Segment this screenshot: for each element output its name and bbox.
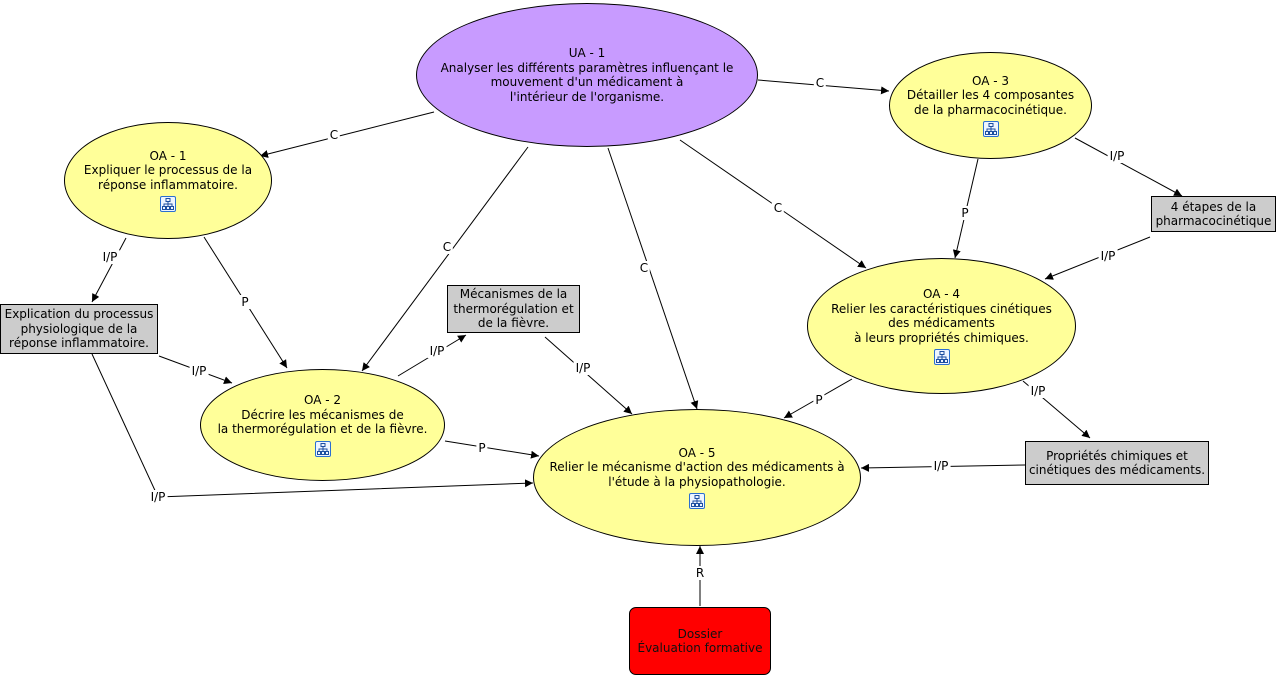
link-ua1-oa2[interactable] xyxy=(361,146,529,372)
link-label-oa1-oa2: P xyxy=(239,295,251,309)
link-mecanismes-oa5[interactable] xyxy=(544,336,633,415)
link-oa1-explication[interactable] xyxy=(91,237,127,303)
node-mecanismes[interactable]: Mécanismes de la thermorégulation et de … xyxy=(447,285,580,333)
link-oa2-oa5[interactable] xyxy=(444,440,540,459)
concept-map-icon[interactable] xyxy=(982,121,999,138)
concept-map-icon[interactable] xyxy=(160,196,176,213)
node-oa3[interactable]: OA - 3 Détailler les 4 composantes de la… xyxy=(889,52,1092,159)
node-proprietes[interactable]: Propriétés chimiques et cinétiques des m… xyxy=(1025,441,1209,485)
link-label-oa4-oa5: P xyxy=(813,393,825,407)
node-ua1-label: UA - 1 Analyser les différents paramètre… xyxy=(440,46,734,104)
concept-map-icon[interactable] xyxy=(314,440,331,457)
node-oa1-label: OA - 1 Expliquer le processus de la répo… xyxy=(83,148,253,192)
node-oa2-label: OA - 2 Décrire les mécanismes de la ther… xyxy=(217,393,428,437)
link-label-oa1-explication: I/P xyxy=(100,250,120,264)
node-oa5-label: OA - 5 Relier le mécanisme d'action des … xyxy=(549,445,845,489)
node-oa1[interactable]: OA - 1 Expliquer le processus de la répo… xyxy=(64,122,272,239)
link-label-explication-oa5: I/P xyxy=(148,490,168,504)
link-ua1-oa5[interactable] xyxy=(607,147,699,410)
node-dossier[interactable]: Dossier Évaluation formative xyxy=(629,607,771,675)
link-label-ua1-oa2: C xyxy=(440,240,454,254)
node-oa3-label: OA - 3 Détailler les 4 composantes de la… xyxy=(906,73,1075,117)
node-proprietes-label: Propriétés chimiques et cinétiques des m… xyxy=(1028,448,1206,478)
node-oa2[interactable]: OA - 2 Décrire les mécanismes de la ther… xyxy=(200,369,445,481)
link-label-oa4-proprietes: I/P xyxy=(1028,384,1048,398)
link-label-oa2-mecanismes: I/P xyxy=(427,344,447,358)
node-explication[interactable]: Explication du processus physiologique d… xyxy=(0,304,158,354)
node-etapes-label: 4 étapes de la pharmacocinétique xyxy=(1155,199,1272,229)
node-dossier-label: Dossier Évaluation formative xyxy=(637,626,763,656)
link-label-etapes-oa4: I/P xyxy=(1098,249,1118,263)
link-label-ua1-oa1: C xyxy=(327,128,341,142)
link-label-oa3-etapes: I/P xyxy=(1107,149,1127,163)
link-label-oa2-oa5: P xyxy=(476,441,488,455)
link-label-explication-oa2: I/P xyxy=(189,364,209,378)
node-ua1[interactable]: UA - 1 Analyser les différents paramètre… xyxy=(416,3,758,147)
link-label-ua1-oa4: C xyxy=(771,201,785,215)
link-label-mecanismes-oa5: I/P xyxy=(573,361,593,375)
node-mecanismes-label: Mécanismes de la thermorégulation et de … xyxy=(453,287,574,331)
link-label-ua1-oa3: C xyxy=(813,76,827,90)
link-oa3-etapes[interactable] xyxy=(1074,137,1183,197)
link-label-ua1-oa5: C xyxy=(637,261,651,275)
node-oa5[interactable]: OA - 5 Relier le mécanisme d'action des … xyxy=(533,409,861,546)
node-oa4[interactable]: OA - 4 Relier les caractéristiques cinét… xyxy=(807,258,1076,394)
concept-map-icon[interactable] xyxy=(933,349,950,365)
link-label-dossier-oa5: R xyxy=(693,566,707,580)
node-explication-label: Explication du processus physiologique d… xyxy=(4,307,154,351)
concept-map-icon[interactable] xyxy=(689,493,705,510)
link-etapes-oa4[interactable] xyxy=(1044,236,1151,280)
link-label-proprietes-oa5: I/P xyxy=(931,459,951,473)
link-label-oa3-oa4: P xyxy=(959,206,971,220)
node-oa4-label: OA - 4 Relier les caractéristiques cinét… xyxy=(831,287,1052,345)
link-ua1-oa1[interactable] xyxy=(259,111,435,158)
node-etapes[interactable]: 4 étapes de la pharmacocinétique xyxy=(1151,196,1276,232)
